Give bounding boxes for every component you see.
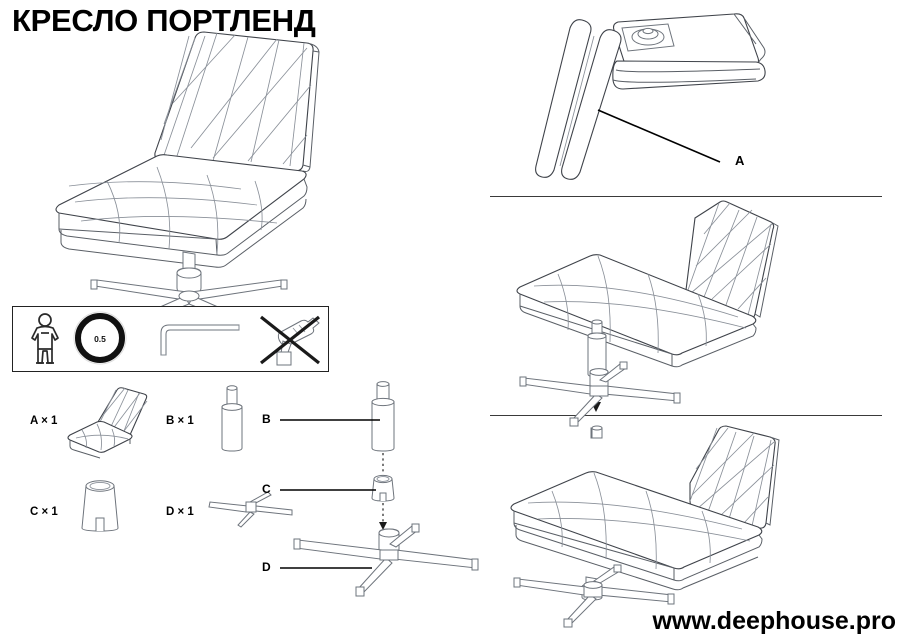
part-item-b: B × 1 <box>152 382 266 460</box>
part-a-label: A × 1 <box>30 415 58 427</box>
four-star-base-icon <box>204 488 296 530</box>
part-c-label: C × 1 <box>30 506 58 518</box>
column-cover-sleeve-icon <box>72 472 128 540</box>
base-assembly-exploded-diagram: B C D <box>262 378 487 603</box>
part-item-c: C × 1 <box>14 470 154 548</box>
hero-chair-illustration <box>45 30 355 334</box>
exploded-callout-d: D <box>262 560 271 574</box>
no-power-drill-icon <box>253 307 329 371</box>
step-1-callout-a: A <box>735 153 745 168</box>
parts-inventory-list: A × 1 B × <box>14 382 293 548</box>
step-2-mount-seat-on-base <box>490 198 910 439</box>
step-3-finished-chair <box>490 417 910 628</box>
part-item-a: A × 1 <box>14 382 154 460</box>
part-d-label: D × 1 <box>166 506 194 518</box>
step-divider-1 <box>490 196 882 197</box>
assembly-time-icon: 0.5 <box>65 307 135 371</box>
required-tools-panel: 0.5 <box>12 306 329 372</box>
step-1-seat-underside: A <box>490 0 910 196</box>
seat-and-backrest-icon <box>64 384 150 459</box>
exploded-callout-c: C <box>262 482 271 496</box>
allen-key-icon <box>139 307 249 371</box>
person-icon <box>17 307 73 371</box>
exploded-callout-b: B <box>262 412 271 426</box>
part-item-d: D × 1 <box>152 470 293 548</box>
gas-lift-cylinder-icon <box>210 382 254 458</box>
page-title: КРЕСЛО ПОРТЛЕНД <box>12 3 316 38</box>
step-divider-2 <box>490 415 882 416</box>
part-b-label: B × 1 <box>166 415 194 427</box>
footer-website-url: www.deephouse.pro <box>652 607 896 635</box>
